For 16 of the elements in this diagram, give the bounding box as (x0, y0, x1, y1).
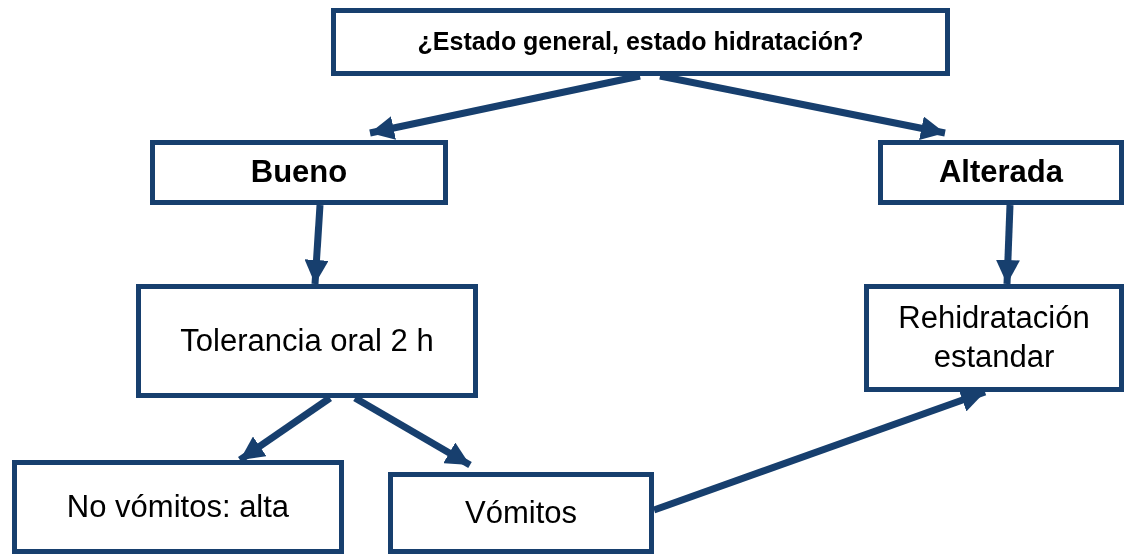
process-box (150, 140, 448, 205)
process-box (331, 8, 950, 76)
process-box (878, 140, 1124, 205)
process-box (12, 460, 344, 554)
box-label: Alterada (938, 153, 1063, 192)
box-label: No vómitos: alta (66, 487, 290, 526)
process-box (864, 284, 1124, 392)
box-label: ¿Estado general, estado hidratación? (417, 26, 864, 58)
arrow (304, 204, 329, 285)
box-label: Tolerancia oral 2 h (180, 321, 434, 360)
box-label: Rehidratación estandar (897, 299, 1091, 376)
box-label: Bueno (250, 153, 348, 192)
process-box (388, 472, 654, 554)
box-label: Vómitos (465, 493, 577, 532)
arrow (995, 204, 1020, 285)
process-box (136, 284, 478, 398)
